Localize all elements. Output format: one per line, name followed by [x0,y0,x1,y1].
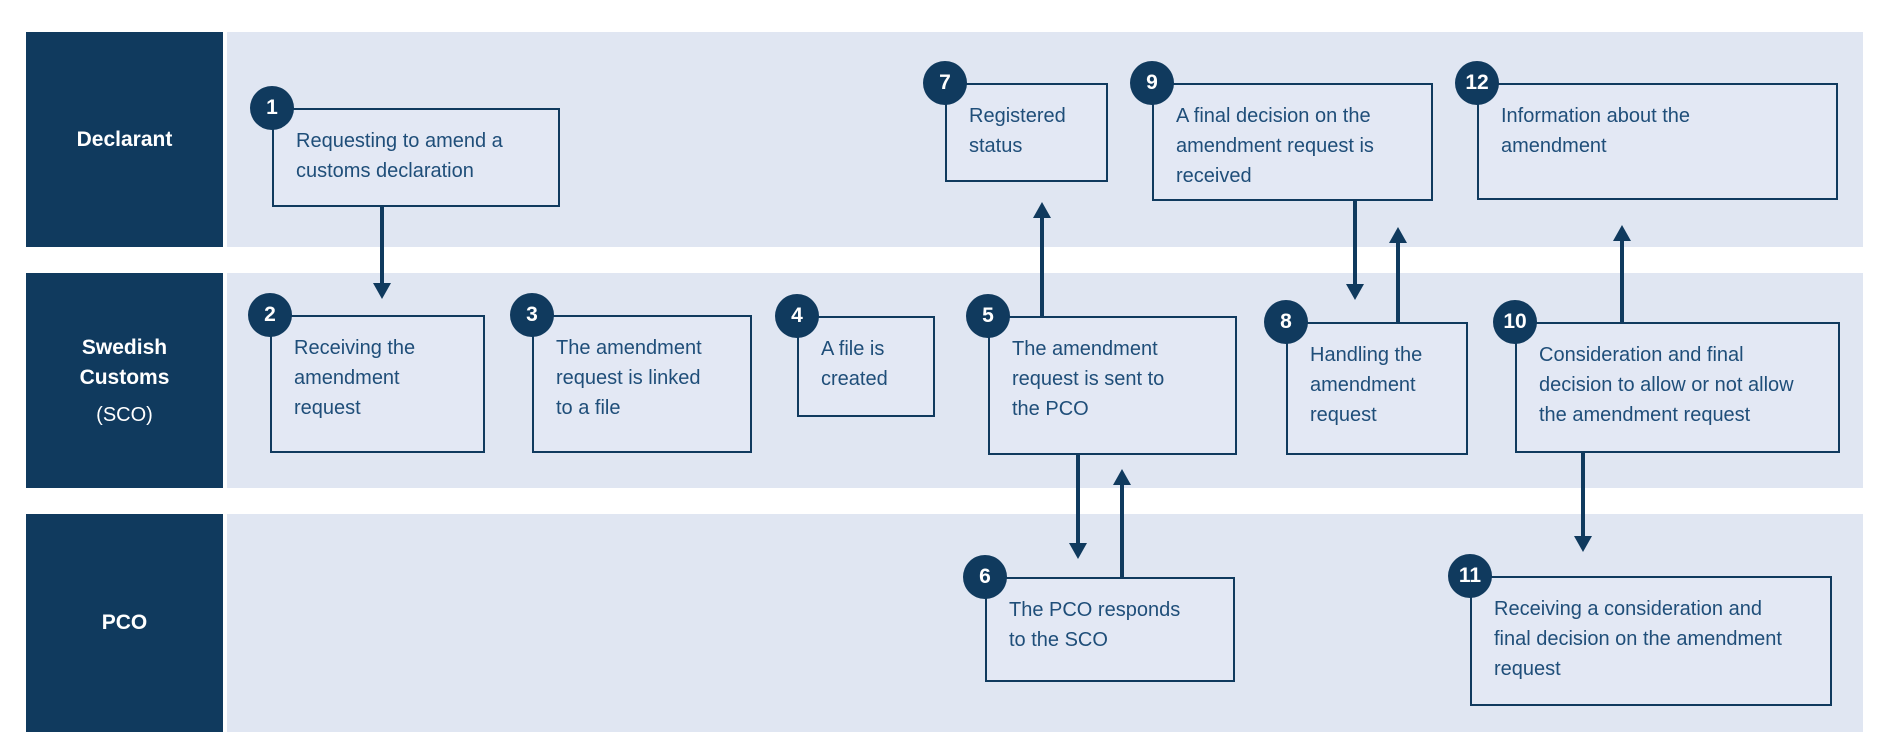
step-number-9: 9 [1130,61,1174,105]
arrow-step1-to-step2-head [373,283,391,299]
step-number-7: 7 [923,61,967,105]
step-box-5: The amendment request is sent to the PCO [988,316,1237,455]
step-number-8: 8 [1264,300,1308,344]
step-box-8: Handling the amendment request [1286,322,1468,455]
step-number-3: 3 [510,293,554,337]
step-number-4: 4 [775,294,819,338]
arrow-step9-to-step8-shaft [1353,201,1357,286]
arrow-step10-to-step12-shaft [1620,239,1624,322]
step-box-11: Receiving a consideration and final deci… [1470,576,1832,706]
step-text-3: The amendment request is linked to a fil… [556,337,702,419]
arrow-step10-to-step12-head [1613,225,1631,241]
step-number-11: 11 [1448,554,1492,598]
step-number-10: 10 [1493,300,1537,344]
lane-sco-label: Swedish Customs [79,335,170,389]
lane-declarant-label: Declarant [76,127,173,151]
step-number-12: 12 [1455,61,1499,105]
step-text-6: The PCO responds to the SCO [1009,599,1181,651]
step-box-10: Consideration and final decision to allo… [1515,322,1840,453]
lane-pco-header: PCO [26,514,223,732]
lane-sco-header: Swedish Customs (SCO) [26,273,223,488]
arrow-step5-to-step7-shaft [1040,216,1044,316]
step-box-4: A file is created [797,316,935,417]
step-number-5: 5 [966,294,1010,338]
step-text-9: A final decision on the amendment reques… [1176,105,1374,187]
step-number-1: 1 [250,86,294,130]
step-number-6: 6 [963,555,1007,599]
arrow-step9-to-step8-head [1346,284,1364,300]
step-box-12: Information about the amendment [1477,83,1838,200]
step-text-5: The amendment request is sent to the PCO [1012,338,1165,420]
step-box-2: Receiving the amendment request [270,315,485,453]
arrow-step5-to-step6-head [1069,543,1087,559]
step-text-1: Requesting to amend a customs declaratio… [296,130,503,182]
arrow-step1-to-step2-shaft [380,207,384,285]
step-text-7: Registered status [969,105,1066,157]
step-box-7: Registered status [945,83,1108,182]
step-box-6: The PCO responds to the SCO [985,577,1235,682]
arrow-step6-to-step5-head [1113,469,1131,485]
arrow-step5-to-step6-shaft [1076,455,1080,545]
arrow-step8-to-step9-shaft [1396,241,1400,322]
arrow-step10-to-step11-head [1574,536,1592,552]
step-text-8: Handling the amendment request [1310,344,1423,426]
step-text-12: Information about the amendment [1501,105,1691,157]
step-text-2: Receiving the amendment request [294,337,416,419]
step-number-2: 2 [248,293,292,337]
lane-pco-label: PCO [101,611,148,634]
lane-sco-sublabel: (SCO) [96,403,153,426]
arrow-step10-to-step11-shaft [1581,453,1585,538]
lane-declarant-header: Declarant [26,32,223,247]
step-text-4: A file is created [821,338,888,390]
arrow-step6-to-step5-shaft [1120,483,1124,577]
step-box-3: The amendment request is linked to a fil… [532,315,752,453]
step-text-11: Receiving a consideration and final deci… [1494,598,1782,680]
arrow-step5-to-step7-head [1033,202,1051,218]
step-box-1: Requesting to amend a customs declaratio… [272,108,560,207]
step-text-10: Consideration and final decision to allo… [1539,344,1794,426]
arrow-step8-to-step9-head [1389,227,1407,243]
step-box-9: A final decision on the amendment reques… [1152,83,1433,201]
